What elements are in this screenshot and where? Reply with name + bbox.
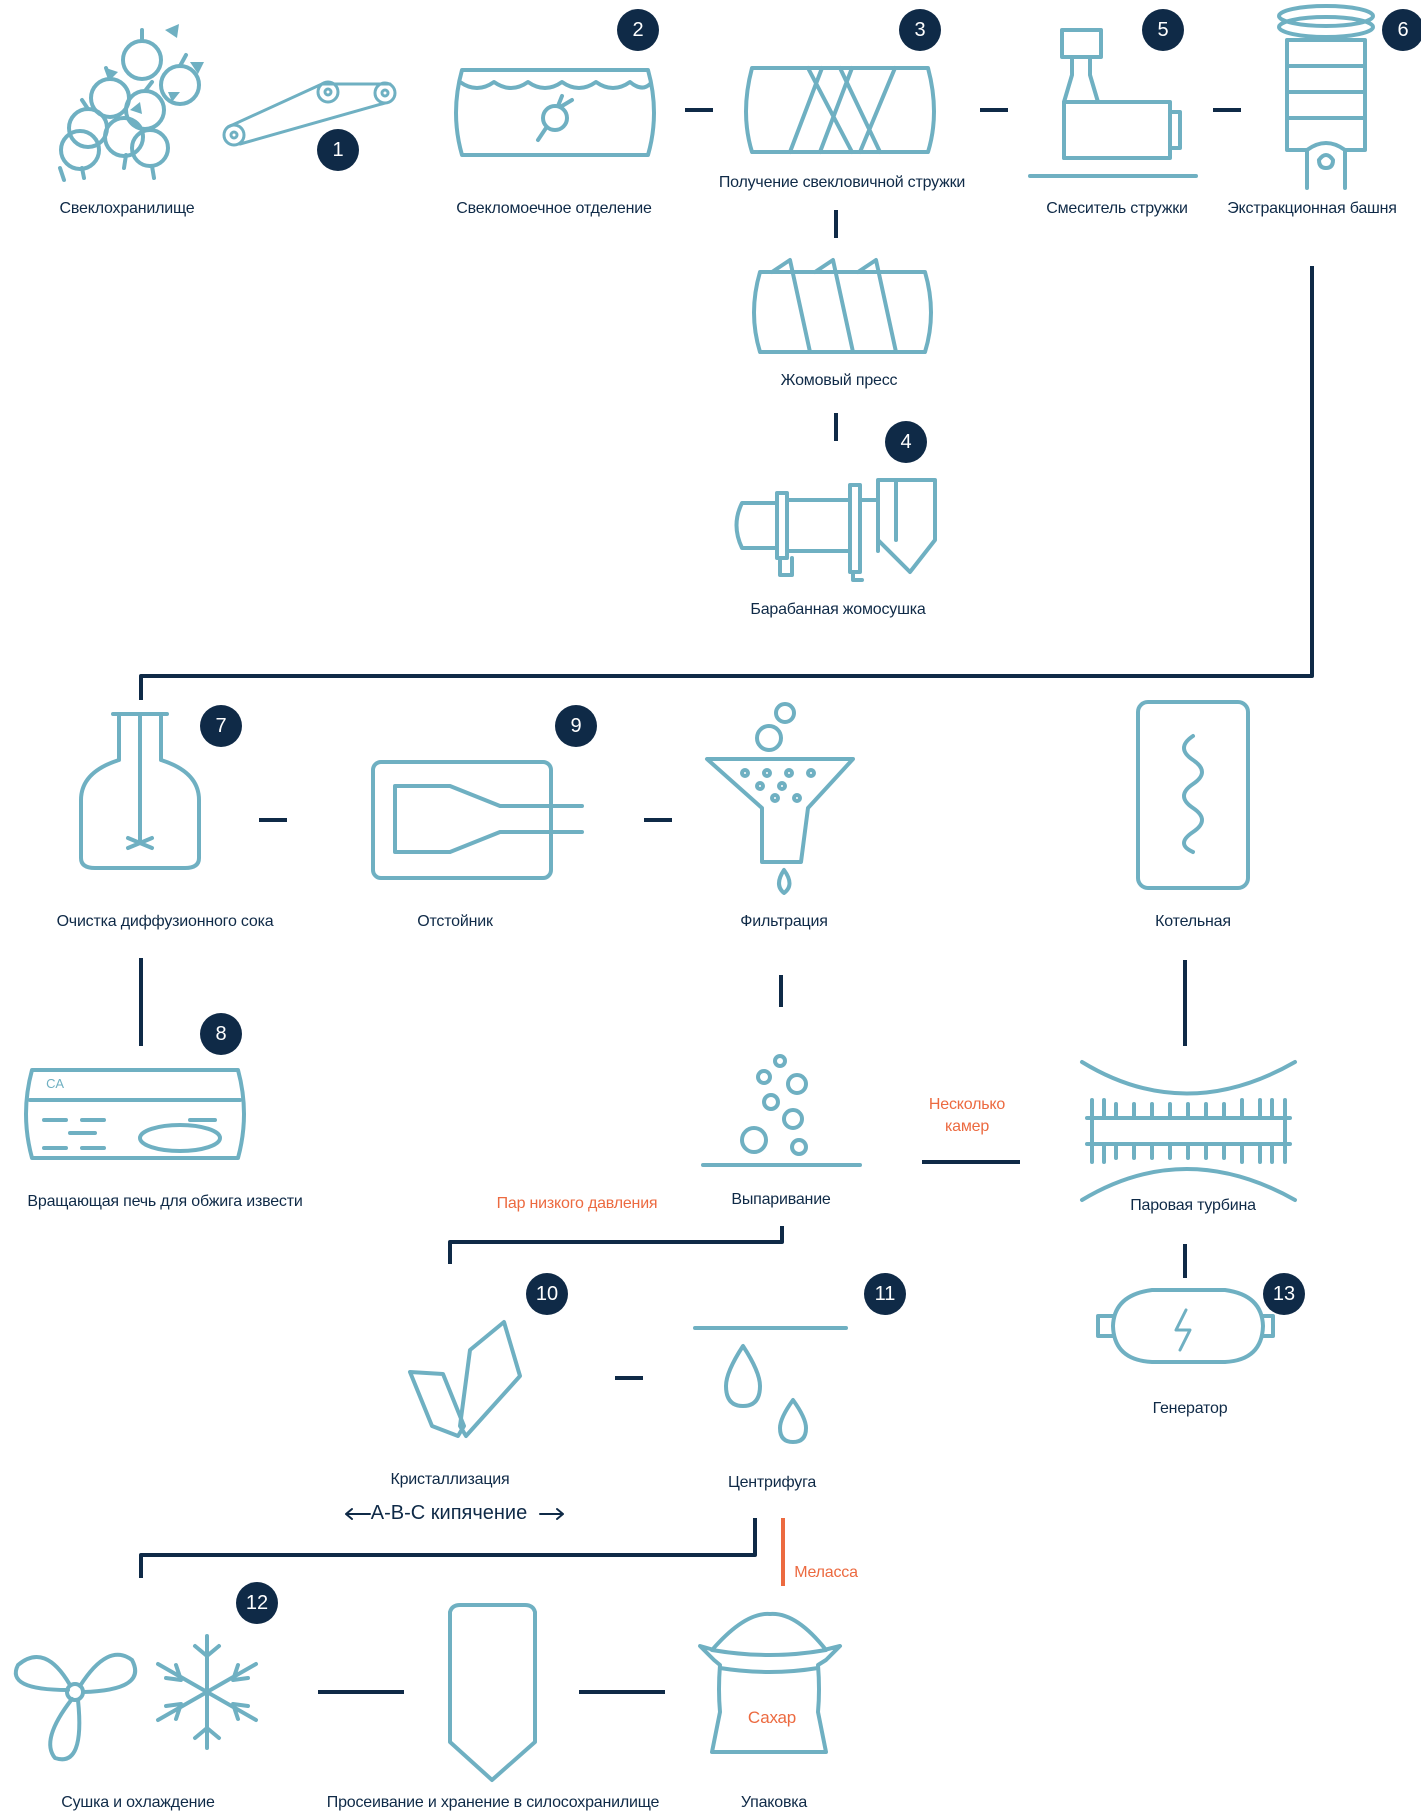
step-badge-9: 9 [555,705,597,747]
step-badge-13: 13 [1263,1273,1305,1315]
boiler-icon [1136,700,1250,890]
boiling-arrows-icon [345,1508,564,1520]
drum-dryer-icon [734,478,937,582]
label-press: Жомовый пресс [780,372,898,389]
label-washing: Свекломоечное отделение [456,200,652,217]
label-low-pressure-steam: Пар низкого давления [496,1195,658,1212]
step-badge-4: 4 [885,421,927,463]
label-juice: Очистка диффузионного сока [56,913,274,930]
sugar-bag-icon [698,1611,842,1754]
label-silo: Просеивание и хранение в силосохранилище [326,1794,660,1811]
generator-icon [1096,1288,1275,1364]
label-sugar: Сахар [747,1708,797,1727]
label-turbine: Паровая турбина [1130,1197,1256,1214]
label-kiln-tag: CA [46,1076,64,1091]
label-dryer: Барабанная жомосушка [750,601,926,618]
label-drying: Сушка и охлаждение [61,1794,215,1811]
step-badge-5: 5 [1142,9,1184,51]
step-badge-7: 7 [200,705,242,747]
step-badge-1: 1 [317,129,359,171]
step-badge-8: 8 [200,1013,242,1055]
label-several-chambers: Несколько камер [928,1096,1006,1135]
label-evaporation: Выпаривание [731,1191,831,1208]
label-molasses: Мелaсса [794,1564,858,1581]
step-badge-12: 12 [236,1582,278,1624]
beets-icon [58,28,201,182]
pulp-press-icon [752,258,933,354]
centrifuge-icon [693,1326,848,1444]
step-badge-6: 6 [1382,9,1421,51]
silo-icon [448,1603,537,1782]
step-badge-2: 2 [617,9,659,51]
mixing-vessel-icon [79,712,201,870]
washing-tank-icon [454,68,656,157]
label-settler: Отстойник [417,913,493,930]
label-kiln: Вращающая печь для обжига извести [27,1193,303,1210]
evaporation-icon [701,1054,862,1167]
label-beet-storage: Свеклохранилище [59,200,195,217]
label-crystallization: Кристаллизация [390,1471,510,1488]
label-packing: Упаковка [740,1794,808,1811]
step-badge-3: 3 [899,9,941,51]
settler-icon [371,760,584,880]
steam-turbine-icon [1080,1060,1297,1202]
label-centrifuge: Центрифуга [727,1474,817,1491]
label-cossettes: Получение свекловичной стружки [718,174,966,191]
label-mixer: Смеситель стружки [1046,200,1188,217]
slicer-drum-icon [744,66,936,154]
fan-icon [13,1652,138,1762]
step-badge-10: 10 [526,1273,568,1315]
conveyor-icon [222,80,397,147]
connectors [139,108,1314,1694]
label-filtration: Фильтрация [740,913,828,930]
extraction-tower-icon [1277,4,1375,190]
filter-funnel-icon [705,702,855,895]
rotary-kiln-icon [24,1068,246,1160]
crystals-icon [408,1320,522,1438]
mixer-icon [1028,28,1198,178]
step-badge-11: 11 [864,1273,906,1315]
label-boiler: Котельная [1155,913,1231,930]
snowflake-icon [156,1634,258,1750]
label-abc-boiling: A-B-C кипячение [370,1502,528,1524]
label-tower: Экстракционная башня [1227,200,1397,217]
beet-leaves-icon [106,24,204,114]
label-generator: Генератор [1152,1400,1228,1417]
